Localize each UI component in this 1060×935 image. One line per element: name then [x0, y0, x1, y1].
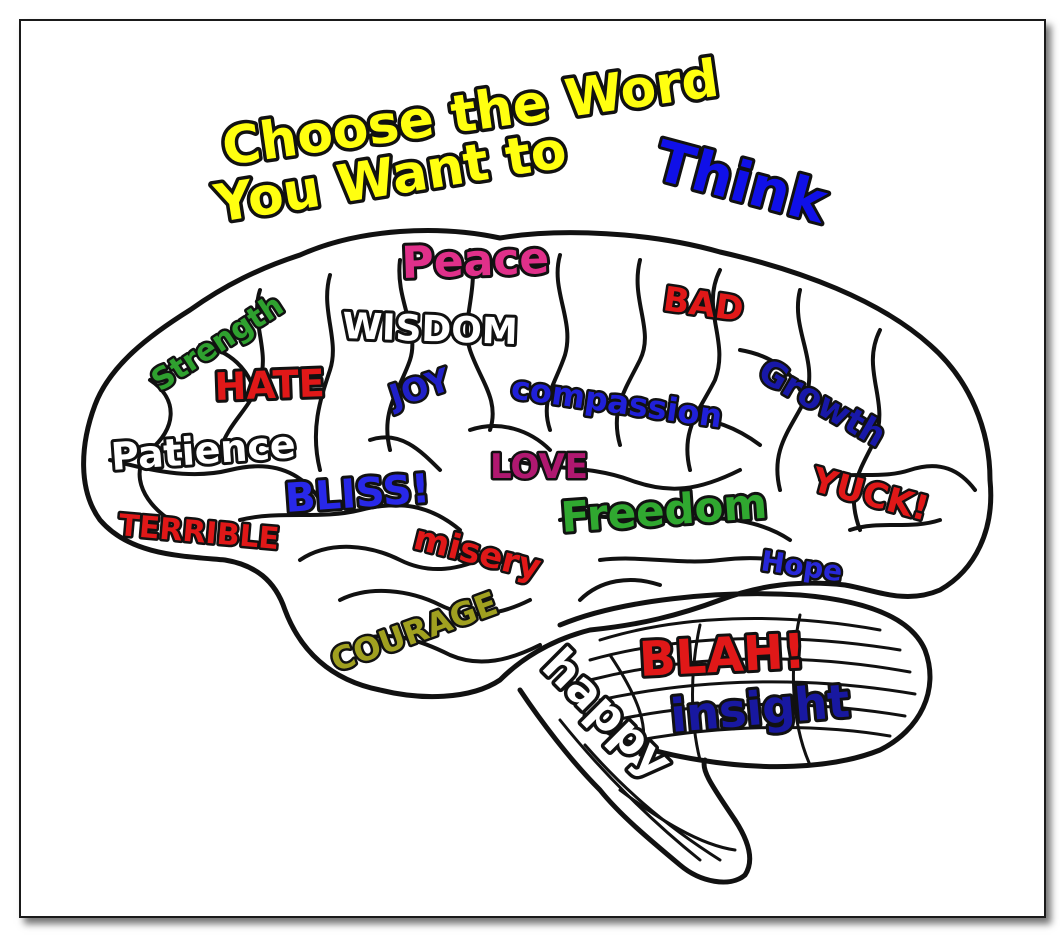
brain-folds — [108, 248, 977, 664]
brain-stem — [517, 687, 753, 885]
word-misery: misery — [410, 518, 545, 588]
word-hope: Hope — [759, 544, 845, 588]
word-peace: Peace — [401, 233, 550, 289]
brain-drawing — [81, 228, 994, 885]
word-wisdom: WISDOM — [342, 306, 519, 353]
title: Choose the Word You Want to Think — [206, 45, 838, 240]
word-bad: BAD — [661, 279, 746, 330]
word-blah: BLAH! — [638, 623, 807, 688]
brain-stem-lines — [558, 718, 737, 862]
word-joy: JOY — [383, 360, 456, 416]
word-freedom: Freedom — [559, 479, 768, 542]
cerebellum-outline — [557, 591, 933, 770]
picture-frame — [19, 19, 1046, 918]
word-bliss: BLISS! — [283, 466, 431, 522]
word-patience: Patience — [110, 422, 297, 479]
word-cloud: Peace WISDOM Strength HATE JOY compassio… — [107, 230, 936, 792]
title-highlight-word: Think — [648, 129, 835, 237]
word-courage: COURAGE — [326, 584, 503, 679]
cerebellum-folds — [588, 613, 917, 767]
word-love: LOVE — [490, 447, 588, 487]
word-hate: HATE — [214, 361, 326, 409]
cerebrum-outline — [81, 228, 994, 700]
